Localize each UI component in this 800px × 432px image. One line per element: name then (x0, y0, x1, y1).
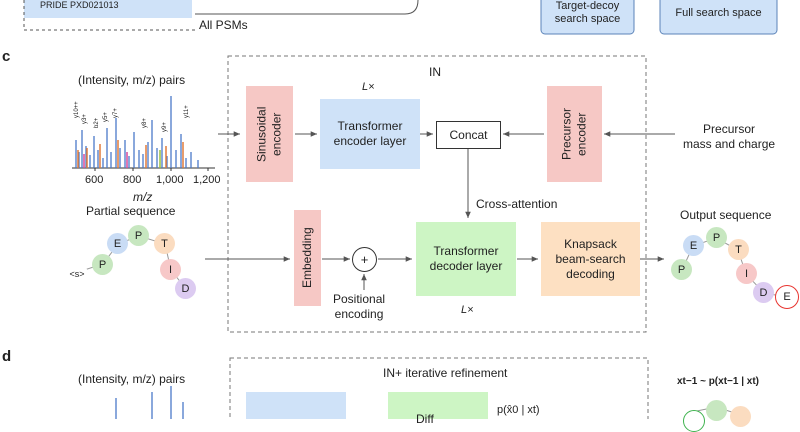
embedding-box: Embedding (294, 210, 321, 306)
x-tick-label-1000: 1,000 (156, 174, 184, 186)
out-token-p1: P (671, 259, 692, 280)
out-token-d: D (753, 282, 774, 303)
x-tick-label-600: 600 (85, 174, 104, 186)
peak-label-y8: y8+ (142, 118, 148, 128)
x-tick-label-1200: 1,200 (193, 174, 221, 186)
all-psms-bracket (23, 0, 195, 31)
token-d: D (175, 278, 196, 299)
d-token-2 (706, 400, 727, 421)
peak-label-y11: y11+ (184, 105, 190, 118)
peak-label-y7: y7+ (113, 108, 119, 118)
top-connector (195, 0, 419, 15)
p-formula: p(x̂0 | xt) (497, 404, 540, 416)
sinusoidal-encoder: Sinusoidal encoder (246, 86, 293, 182)
refinement-title: IN+ iterative refinement (383, 366, 508, 380)
peak-label-y5: y5+ (103, 112, 109, 122)
precursor-encoder: Precursor encoder (547, 86, 602, 182)
out-token-e-new: E (775, 285, 799, 309)
posterior-formula: xt−1 ~ p(xt−1 | xt) (677, 376, 759, 387)
diffusion-label: Diff (416, 412, 434, 426)
annotated-peaks (77, 140, 184, 168)
token-p2: P (128, 225, 149, 246)
in-title: IN (429, 65, 441, 79)
partial-sequence-title: Partial sequence (86, 204, 176, 218)
dataset-label: PRIDE PXD021013 (40, 0, 119, 10)
target-decoy-label: Target-decoy search space (554, 0, 621, 25)
output-sequence-title: Output sequence (680, 208, 772, 222)
spectrum-plot (72, 96, 215, 171)
out-token-p2: P (706, 227, 727, 248)
x-axis-label: m/z (133, 190, 153, 204)
out-token-i: I (736, 263, 757, 284)
concat-node: Concat (436, 121, 501, 149)
dataset-box (24, 0, 192, 18)
token-start: <s> (66, 263, 88, 285)
peak-label-y3: y3+ (82, 114, 88, 124)
token-p1: P (92, 254, 113, 275)
knapsack-decoding: Knapsack beam-search decoding (541, 222, 640, 296)
d-pairs-title: (Intensity, m/z) pairs (78, 372, 186, 386)
x-tick-label-800: 800 (123, 174, 142, 186)
out-token-t: T (728, 239, 749, 260)
peak-label-y9: y9+ (162, 122, 168, 132)
spectrum-peaks (75, 96, 199, 168)
pairs-title: (Intensity, m/z) pairs (78, 73, 186, 87)
lx-bottom: L× (461, 304, 474, 316)
panel-c-label: c (2, 48, 11, 65)
token-e: E (107, 233, 128, 254)
panel-d-label: d (2, 348, 12, 365)
lx-top: L× (362, 81, 375, 93)
all-psms-label: All PSMs (199, 18, 248, 32)
transformer-decoder-layer: Transformer decoder layer (416, 222, 516, 296)
d-token-3 (730, 406, 751, 427)
precursor-input: Precursor mass and charge (683, 122, 776, 151)
d-token-1 (683, 410, 705, 432)
out-token-e1: E (683, 235, 704, 256)
transformer-encoder-layer: Transformer encoder layer (320, 99, 420, 169)
cross-attention-label: Cross-attention (476, 197, 558, 211)
full-search-label: Full search space (675, 6, 762, 19)
full-search-box (659, 0, 778, 35)
in-model-frame (227, 55, 647, 333)
d-diffusion-box (388, 392, 488, 419)
peak-label-y10: y10++ (74, 101, 80, 118)
refinement-frame (229, 357, 649, 419)
plus-node: + (352, 247, 377, 272)
d-spectrum (115, 386, 184, 419)
peak-label-b2: b2+ (94, 117, 100, 128)
d-encoder-box (246, 392, 346, 419)
figure-canvas (23, 0, 788, 419)
target-decoy-box (540, 0, 635, 35)
token-t: T (154, 233, 175, 254)
token-i: I (160, 259, 181, 280)
positional-encoding-label: Positional encoding (333, 292, 386, 321)
